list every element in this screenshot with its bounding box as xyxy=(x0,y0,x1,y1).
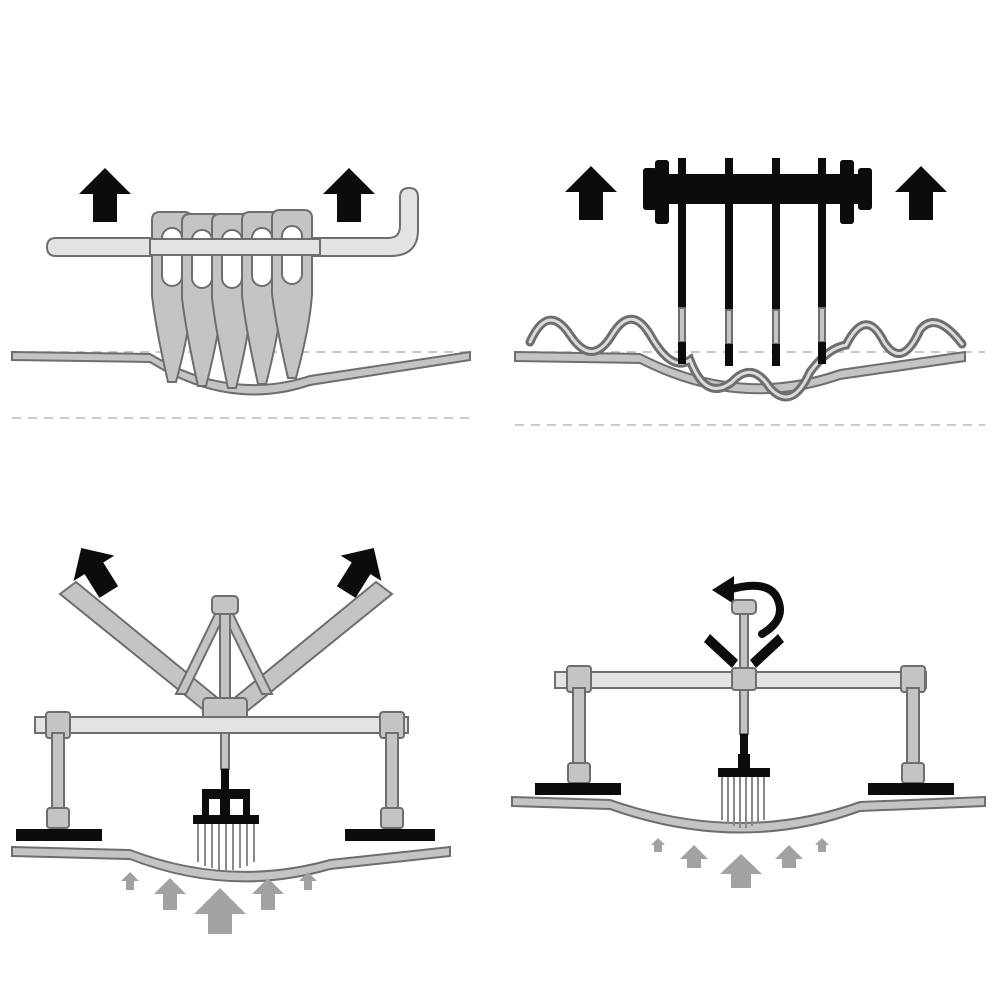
panel-tab-hook-puller xyxy=(11,168,471,419)
lifting-rod xyxy=(818,158,826,364)
support-leg xyxy=(572,687,586,771)
pull-diagonal-arrow-icon xyxy=(73,547,119,598)
lifting-rod xyxy=(725,158,733,366)
support-foot xyxy=(16,829,102,841)
rotate-arrow-head xyxy=(712,576,734,604)
glue-tab-pins xyxy=(721,777,765,828)
t-handle xyxy=(704,634,738,668)
pivot-block xyxy=(731,667,757,691)
pulling-tab xyxy=(271,209,313,379)
dented-sheet-metal xyxy=(11,845,451,883)
push-up-arrow-icon xyxy=(154,878,186,910)
support-leg-collar xyxy=(567,762,591,784)
dented-sheet-metal xyxy=(511,795,986,834)
lever-arm xyxy=(230,580,394,714)
slide-hammer-rod-front xyxy=(149,238,321,256)
puller-shaft-dark xyxy=(221,769,229,789)
pull-up-arrow-icon xyxy=(895,166,947,220)
screw-knob xyxy=(731,599,757,615)
pull-up-arrow-icon xyxy=(323,168,375,222)
support-leg-collar xyxy=(901,762,925,784)
bridge-bar xyxy=(34,716,409,734)
push-up-arrow-icon xyxy=(252,878,284,910)
center-post xyxy=(219,611,231,703)
puller-head-middle xyxy=(738,754,750,768)
push-up-arrow-icon xyxy=(720,854,762,888)
push-up-arrow-icon xyxy=(680,845,708,868)
crossbar xyxy=(652,174,864,204)
puller-shaft xyxy=(220,732,230,770)
puller-head-side xyxy=(202,789,209,823)
glue-tab-pins xyxy=(197,824,255,870)
push-up-arrow-icon xyxy=(651,838,665,852)
support-leg xyxy=(906,687,920,771)
top-knob xyxy=(211,595,239,615)
support-leg-collar xyxy=(46,807,70,829)
push-up-arrow-icon xyxy=(775,845,803,868)
support-leg xyxy=(51,732,65,818)
lifting-rod xyxy=(772,158,780,366)
pull-up-arrow-icon xyxy=(565,166,617,220)
panel-wiggle-wire-lifter xyxy=(514,158,985,426)
puller-head-bottom xyxy=(193,815,259,824)
crossbar-end-cap xyxy=(858,168,872,210)
crossbar-collar xyxy=(840,160,854,224)
puller-head-middle xyxy=(220,799,230,815)
support-foot xyxy=(345,829,435,841)
slide-hammer-rod xyxy=(45,186,419,257)
panel-lever-bridge-puller xyxy=(11,547,451,934)
support-foot xyxy=(868,783,954,795)
pull-up-arrow-icon xyxy=(79,168,131,222)
crossbar-end-cap xyxy=(643,168,657,210)
support-leg xyxy=(385,732,399,818)
support-leg-collar xyxy=(380,807,404,829)
t-handle xyxy=(750,634,784,668)
lever-arm xyxy=(58,580,222,714)
push-up-arrow-icon xyxy=(121,872,139,890)
puller-head-top xyxy=(718,768,770,777)
push-up-arrow-icon xyxy=(194,888,246,934)
puller-shaft-dark xyxy=(740,734,748,754)
pull-diagonal-arrow-icon xyxy=(336,547,382,598)
support-foot xyxy=(535,783,621,795)
rotate-arrow-icon xyxy=(724,581,784,638)
panel-screw-bridge-puller xyxy=(511,576,986,888)
puller-head-top xyxy=(202,789,250,799)
puller-head-side xyxy=(243,789,250,823)
push-up-arrow-icon xyxy=(815,838,829,852)
wiggle-wire-highlight xyxy=(528,317,964,399)
lifting-rod xyxy=(678,158,686,364)
push-up-arrow-icon xyxy=(299,872,317,890)
crossbar-collar xyxy=(655,160,669,224)
